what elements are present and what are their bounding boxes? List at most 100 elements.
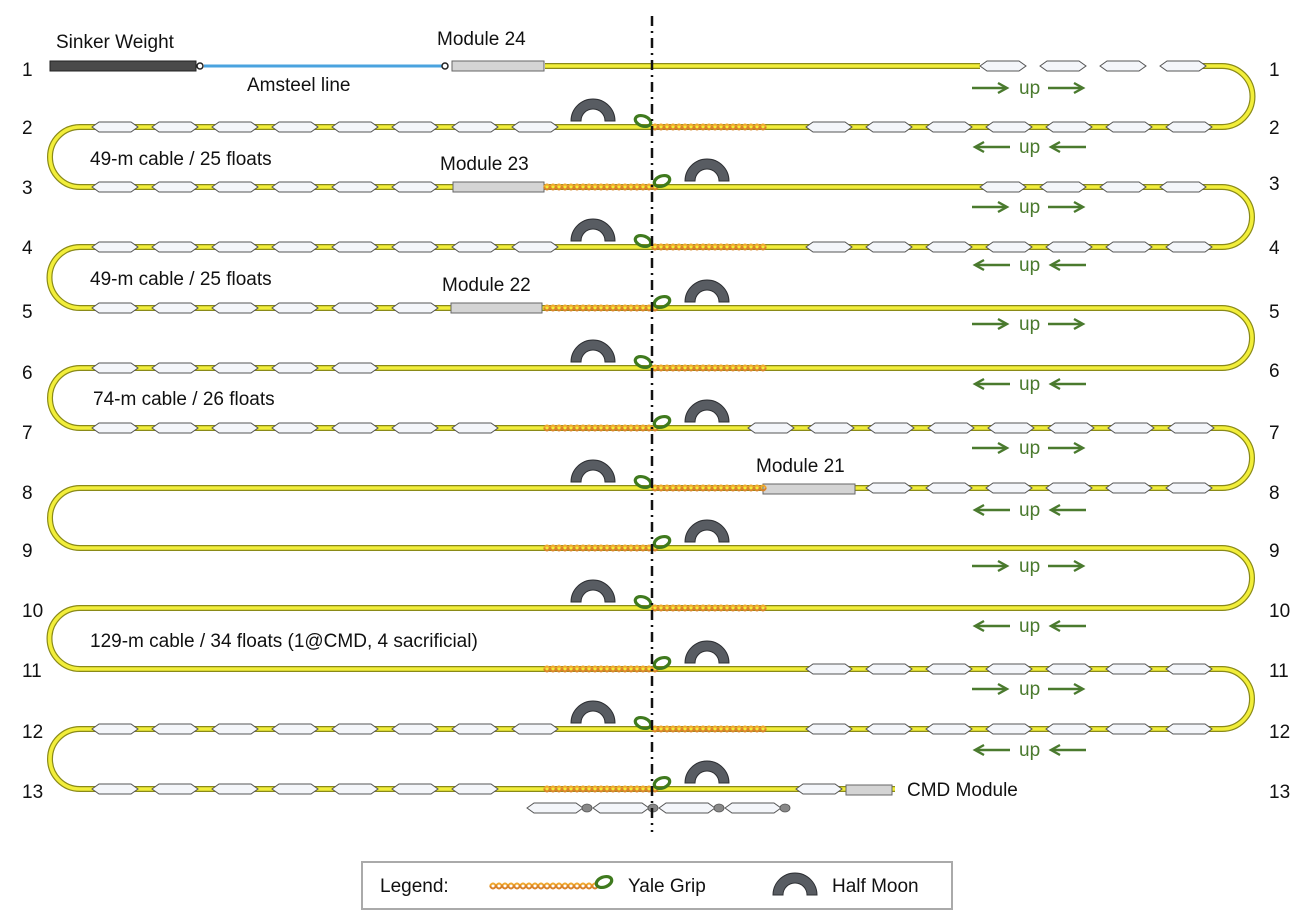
- float-icon: [511, 723, 559, 735]
- yale-grip-eye: [633, 233, 653, 249]
- float-icon: [1165, 121, 1213, 133]
- float-icon: [805, 663, 853, 675]
- cable-loop-left: [47, 726, 81, 792]
- float-icon: [1159, 181, 1207, 193]
- up-label: up: [1019, 679, 1040, 700]
- row-number: 9: [1269, 541, 1280, 562]
- row-number: 9: [22, 541, 33, 562]
- cable-loop-left: [47, 124, 81, 190]
- module-24-label: Module 24: [437, 29, 526, 50]
- float-icon: [331, 302, 379, 314]
- float-icon: [211, 302, 259, 314]
- float-icon: [805, 121, 853, 133]
- up-arrow-icon: [1073, 682, 1086, 696]
- float-icon: [331, 362, 379, 374]
- yale-grip-braid: [489, 884, 599, 890]
- row-number: 5: [1269, 302, 1280, 323]
- float-icon: [1105, 241, 1153, 253]
- half-moon-icon: [684, 519, 730, 543]
- up-label: up: [1019, 137, 1040, 158]
- float-icon: [985, 482, 1033, 494]
- row-number: 2: [22, 118, 33, 139]
- float-icon: [211, 362, 259, 374]
- cable-spec-label: 129-m cable / 34 floats (1@CMD, 4 sacrif…: [90, 631, 478, 652]
- float-icon: [91, 121, 139, 133]
- float-icon: [151, 302, 199, 314]
- row-number: 3: [22, 178, 33, 199]
- up-label: up: [1019, 556, 1040, 577]
- cable-loop-right: [1221, 546, 1254, 610]
- yale-grip-braid: [543, 787, 659, 793]
- half-moon-icon: [570, 700, 616, 724]
- float-icon: [91, 241, 139, 253]
- float-icon: [1159, 60, 1207, 72]
- cable-loop-left: [48, 366, 81, 430]
- float-icon: [151, 241, 199, 253]
- up-arrow-icon: [1048, 377, 1061, 391]
- cable-loop-right: [1221, 185, 1254, 249]
- float-icon: [1039, 60, 1087, 72]
- float-icon: [1045, 663, 1093, 675]
- float-icon: [91, 783, 139, 795]
- float-icon: [1105, 121, 1153, 133]
- float-icon: [391, 241, 439, 253]
- float-icon: [151, 362, 199, 374]
- float-icon: [1045, 723, 1093, 735]
- module-23: [452, 181, 545, 193]
- row-number: 2: [1269, 118, 1280, 139]
- float-icon: [795, 783, 843, 795]
- cable-loop-right: [1221, 306, 1254, 370]
- float-icon: [151, 121, 199, 133]
- float-icon: [1165, 482, 1213, 494]
- row-number: 11: [22, 661, 42, 682]
- yale-grip-eye: [633, 715, 653, 731]
- up-label: up: [1019, 500, 1040, 521]
- module-21: [762, 483, 856, 495]
- float-icon: [271, 181, 319, 193]
- yale-grip-eye: [652, 534, 672, 550]
- float-icon: [331, 723, 379, 735]
- float-icon: [271, 783, 319, 795]
- yale-grip-icon: [489, 874, 614, 890]
- float-icon: [865, 723, 913, 735]
- half-moon-icon: [772, 872, 818, 896]
- legend: Legend: Yale Grip Half Moon: [361, 861, 953, 910]
- float-icon: [987, 422, 1035, 434]
- float-icon: [391, 783, 439, 795]
- yale-grip-braid: [651, 486, 767, 492]
- up-arrow-icon: [997, 559, 1010, 573]
- sacrificial-weight: [779, 803, 791, 813]
- row-number: 1: [1269, 60, 1280, 81]
- yale-grip-braid: [543, 546, 659, 552]
- yale-grip-eye: [652, 775, 672, 791]
- float-icon: [985, 663, 1033, 675]
- row-number: 4: [22, 238, 33, 259]
- up-arrow-icon: [972, 377, 985, 391]
- row-number: 11: [1269, 661, 1289, 682]
- cable-spec-label: 49-m cable / 25 floats: [90, 149, 272, 170]
- up-label: up: [1019, 616, 1040, 637]
- row-number: 1: [22, 60, 33, 81]
- up-arrow-icon: [972, 140, 985, 154]
- yale-grip-braid: [651, 366, 767, 372]
- yale-grip-eye: [633, 113, 653, 129]
- float-icon: [151, 783, 199, 795]
- up-arrow-icon: [1048, 140, 1061, 154]
- up-arrow-icon: [1048, 503, 1061, 517]
- float-icon: [151, 181, 199, 193]
- cable-loop-left: [48, 125, 81, 189]
- float-icon: [807, 422, 855, 434]
- float-icon: [867, 422, 915, 434]
- float-icon: [511, 121, 559, 133]
- row-number: 7: [1269, 423, 1280, 444]
- float-icon: [805, 723, 853, 735]
- half-moon-icon: [684, 640, 730, 664]
- float-icon: [91, 181, 139, 193]
- float-icon: [271, 241, 319, 253]
- yale-grip-braid: [651, 727, 767, 733]
- row-numbers-right: 1 2 3 4 5 6 7 8 9 10 11 12 13: [1269, 60, 1290, 803]
- row-number: 8: [22, 483, 33, 504]
- cable-loop-left: [47, 245, 81, 310]
- module-22-label: Module 22: [442, 275, 531, 296]
